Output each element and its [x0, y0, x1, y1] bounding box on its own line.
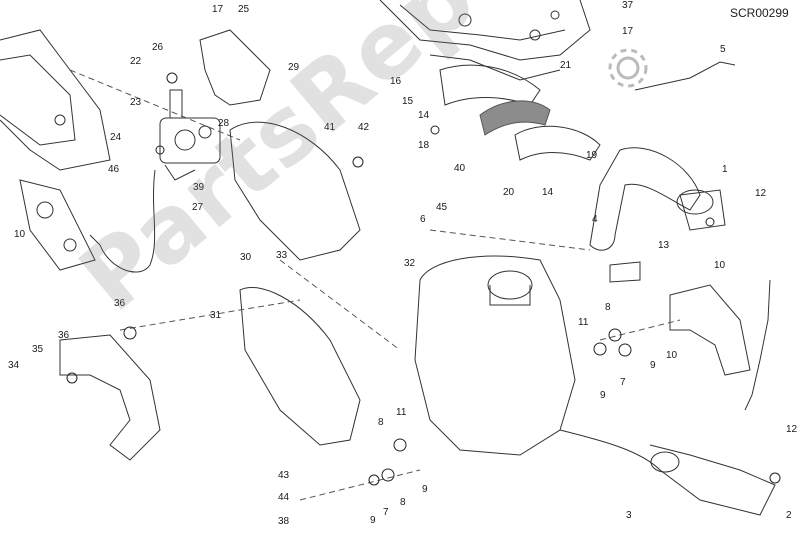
catalytic-silencer	[239, 286, 361, 446]
callout-labels: 1234567788899991010101111121213141415161…	[8, 0, 798, 527]
callout-31: 31	[210, 310, 222, 321]
callout-15: 15	[402, 96, 414, 107]
callout-18: 18	[418, 140, 430, 151]
callout-45: 45	[436, 202, 448, 213]
callout-3: 3	[626, 510, 632, 521]
callout-5: 5	[720, 44, 726, 55]
callout-13: 13	[658, 240, 670, 251]
frame-top	[379, 0, 591, 81]
callout-39: 39	[193, 182, 205, 193]
callout-10-2: 10	[714, 260, 726, 271]
callout-14: 14	[418, 110, 430, 121]
callout-36: 36	[114, 298, 126, 309]
callout-8-2: 8	[378, 417, 384, 428]
callout-9-4: 9	[422, 484, 428, 495]
frame-left	[0, 29, 111, 271]
lambda-sensor-rear	[744, 279, 771, 411]
callout-44: 44	[278, 492, 290, 503]
callout-29: 29	[288, 62, 300, 73]
callout-4: 4	[592, 214, 598, 225]
callout-27: 27	[192, 202, 204, 213]
callout-26: 26	[152, 42, 164, 53]
callout-9: 9	[650, 360, 656, 371]
callout-16: 16	[390, 76, 402, 87]
callout-32: 32	[404, 258, 416, 269]
callout-28: 28	[218, 118, 230, 129]
callout-21: 21	[560, 60, 572, 71]
callout-36-2: 36	[58, 330, 70, 341]
outlet-pipe	[559, 429, 776, 516]
callout-19: 19	[586, 150, 598, 161]
callout-8: 8	[605, 302, 611, 313]
callout-8-3: 8	[400, 497, 406, 508]
heat-shield-bracket	[439, 64, 541, 106]
callout-1: 1	[722, 164, 728, 175]
silencer	[414, 255, 576, 456]
callout-33: 33	[276, 250, 288, 261]
callout-14-2: 14	[542, 187, 554, 198]
callout-10-3: 10	[666, 350, 678, 361]
callout-12-2: 12	[786, 424, 798, 435]
callout-9-3: 9	[370, 515, 376, 526]
callout-20: 20	[503, 187, 515, 198]
exhaust-valve-actuator	[159, 89, 221, 181]
callout-11: 11	[578, 317, 589, 328]
rear-bracket	[669, 284, 751, 376]
callout-17: 17	[212, 4, 224, 15]
valve-cable	[89, 169, 156, 273]
callout-12: 12	[755, 188, 767, 199]
lambda-sensor-front	[634, 61, 736, 91]
callout-6: 6	[420, 214, 426, 225]
callout-25: 25	[238, 4, 250, 15]
callout-10: 10	[14, 229, 26, 240]
callout-24: 24	[110, 132, 122, 143]
callout-11-2: 11	[396, 407, 407, 418]
callout-41: 41	[324, 122, 336, 133]
callout-34: 34	[8, 360, 20, 371]
diagram-code: SCR00299	[730, 6, 789, 20]
callout-46: 46	[108, 164, 120, 175]
callout-30: 30	[240, 252, 252, 263]
callout-43: 43	[278, 470, 290, 481]
callout-2: 2	[786, 510, 792, 521]
clamp	[609, 261, 641, 283]
footpeg-bracket	[59, 334, 161, 461]
callout-7: 7	[620, 377, 626, 388]
heat-shield-upper	[514, 125, 601, 161]
callout-38: 38	[278, 516, 290, 527]
callout-7-2: 7	[383, 507, 389, 518]
gear-icon	[608, 48, 648, 88]
exhaust-header	[589, 147, 726, 251]
callout-37: 37	[622, 0, 634, 11]
callout-35: 35	[32, 344, 44, 355]
heat-shield-40	[479, 100, 551, 136]
callout-22: 22	[130, 56, 142, 67]
callout-42: 42	[358, 122, 370, 133]
callout-40: 40	[454, 163, 466, 174]
pre-silencer	[229, 121, 361, 261]
callout-23: 23	[130, 97, 142, 108]
callout-9-2: 9	[600, 390, 606, 401]
valve-cover	[199, 29, 271, 106]
callout-17-2: 17	[622, 26, 634, 37]
